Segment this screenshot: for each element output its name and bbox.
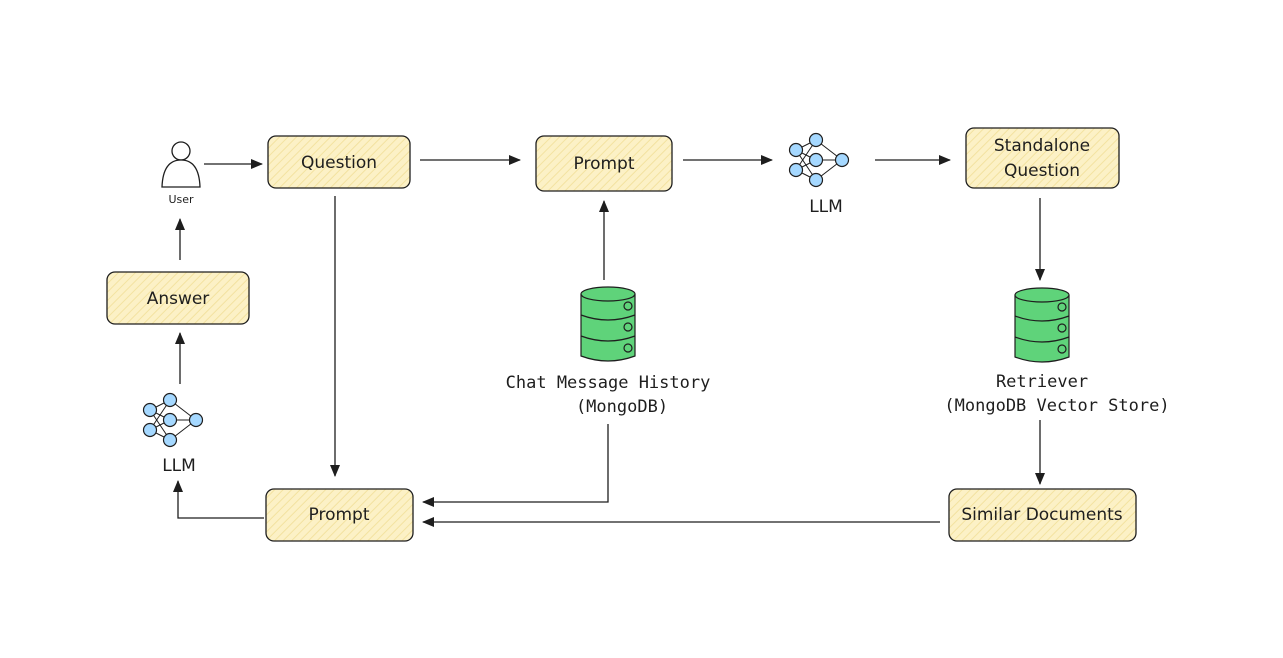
question-box: Question [267,135,411,189]
user-label: User [168,193,194,206]
question-label: Question [301,153,377,173]
arrows [173,155,1045,527]
prompt-top-label: Prompt [574,154,635,174]
user-node: User [161,141,201,206]
neural-network-icon [142,392,204,448]
chat-history-label-line2: (MongoDB) [576,397,668,417]
database-icon [580,286,636,362]
llm-node-top: LLM [788,132,850,217]
prompt-box-top: Prompt [535,135,673,192]
neural-network-icon [788,132,850,188]
retriever-label-line1: Retriever [996,372,1088,392]
llm-node-bottom: LLM [142,392,204,476]
prompt-box-bottom: Prompt [265,488,414,542]
prompt-bottom-label: Prompt [309,505,370,525]
database-icon [1014,287,1070,363]
answer-label: Answer [147,289,210,309]
arrow-history-to-prompt [422,424,609,507]
answer-box: Answer [106,271,250,325]
retriever-node: Retriever (MongoDB Vector Store) [944,287,1170,416]
standalone-question-box: Standalone Question [965,127,1120,189]
chat-history-node: Chat Message History (MongoDB) [506,286,711,417]
llm-top-label: LLM [809,197,843,217]
similar-documents-label: Similar Documents [961,505,1122,525]
standalone-question-label-line2: Question [1004,161,1080,181]
arrow-prompt-to-llm-bottom [173,480,264,519]
chat-history-label-line1: Chat Message History [506,373,711,393]
retriever-label-line2: (MongoDB Vector Store) [944,396,1169,416]
standalone-question-label-line1: Standalone [994,136,1090,156]
similar-documents-box: Similar Documents [948,488,1137,542]
user-icon [161,141,201,188]
llm-bottom-label: LLM [162,456,196,476]
